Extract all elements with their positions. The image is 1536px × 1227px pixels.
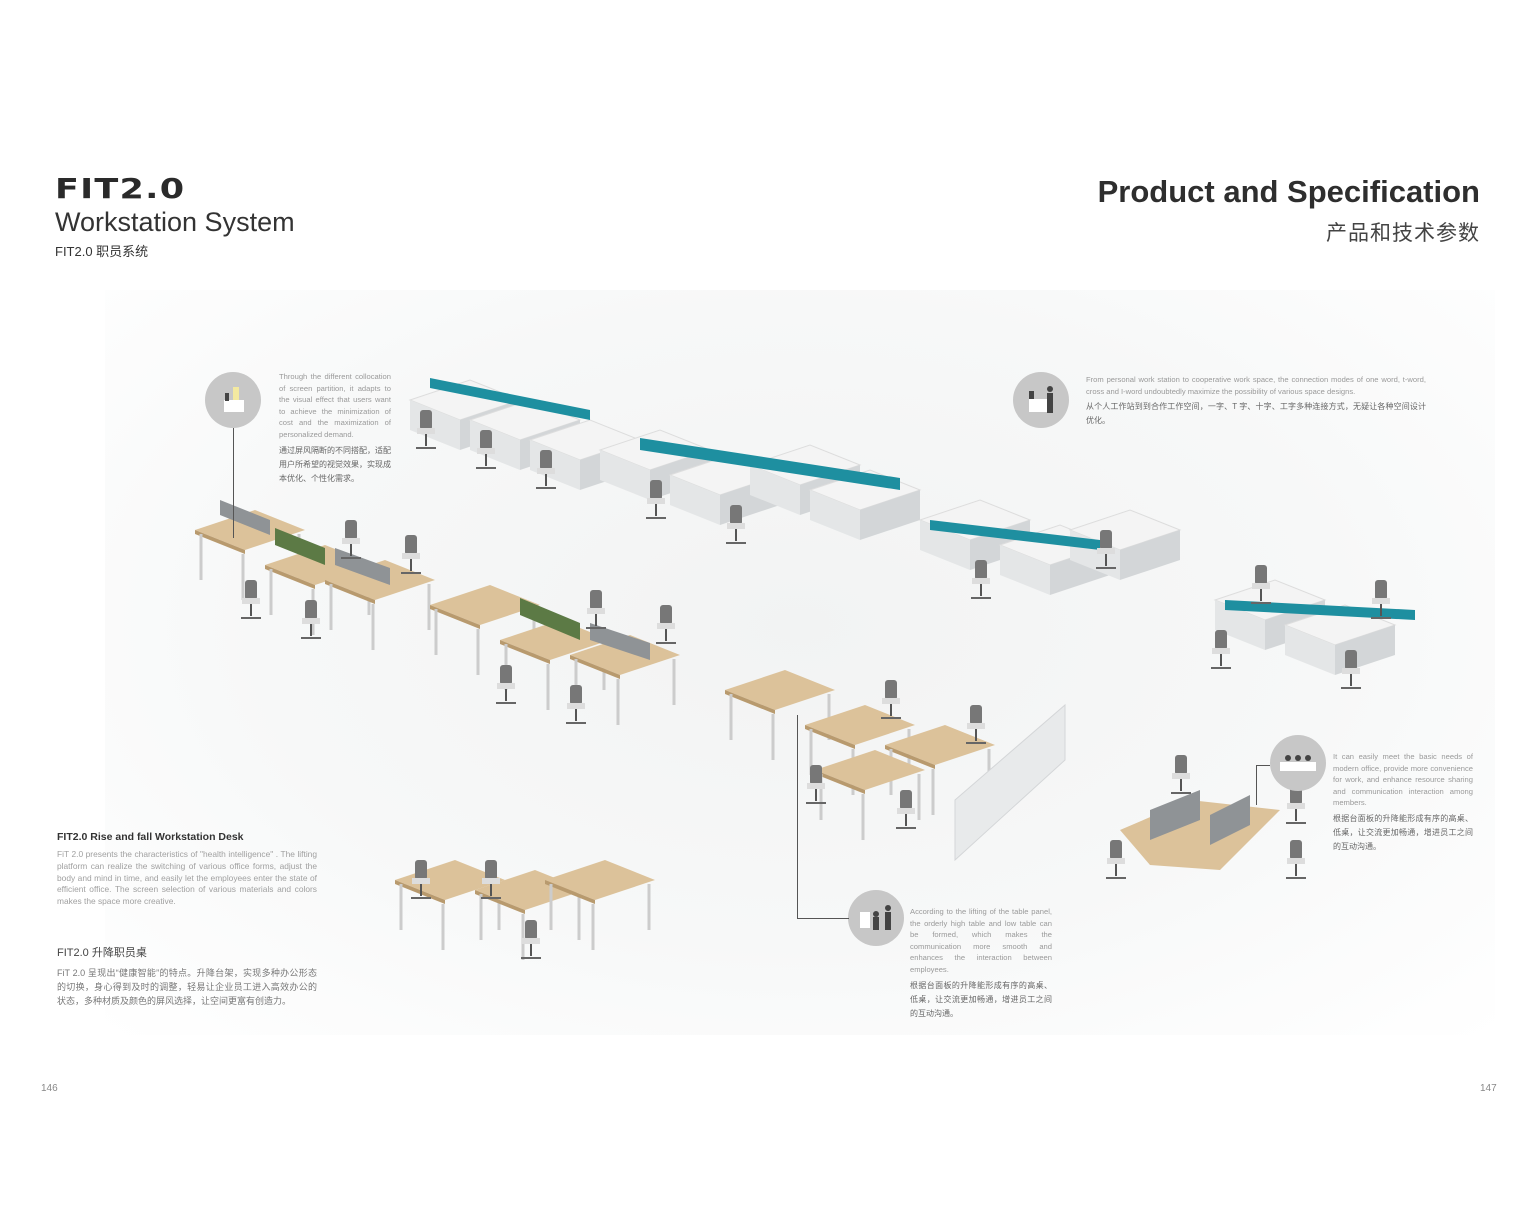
- product-title-en: FIT2.0 Rise and fall Workstation Desk: [57, 831, 244, 843]
- note-text-cn: 从个人工作站到到合作工作空间，一字、T 字、十字、工字多种连接方式，无疑让各种空…: [1086, 402, 1426, 426]
- page-number-left: 146: [41, 1083, 58, 1094]
- callout-line: [1256, 765, 1270, 766]
- note-text-cn: 通过屏风隔断的不同搭配，适配用户所希望的视觉效果，实现成本优化、个性化需求。: [279, 445, 391, 483]
- section-subtitle-cn: 产品和技术参数: [1326, 222, 1480, 245]
- callout-line: [1256, 765, 1257, 805]
- note-text-en: From personal work station to cooperativ…: [1086, 375, 1426, 396]
- note-text-cn: 根据台面板的升降能形成有序的高桌、低桌，让交流更加畅通，增进员工之间的互动沟通。: [910, 980, 1052, 1018]
- section-title: Product and Specification: [1097, 174, 1480, 209]
- product-description: FIT2.0 Rise and fall Workstation Desk Fi…: [57, 831, 317, 1008]
- callout-line: [797, 715, 798, 918]
- note-text-en: It can easily meet the basic needs of mo…: [1333, 752, 1473, 808]
- illustration-background: [105, 290, 1495, 1035]
- note-text-en: Through the different collocation of scr…: [279, 372, 391, 439]
- high-low-table-icon: [848, 890, 904, 946]
- product-title-cn: FIT2.0 升降职员桌: [57, 946, 147, 959]
- note-text-cn: 根据台面板的升降能形成有序的高桌、低桌，让交流更加畅通，增进员工之间的互动沟通。: [1333, 813, 1473, 851]
- workstation-people-icon: [1013, 372, 1069, 428]
- callout-line: [233, 428, 234, 538]
- note-high-low-table: According to the lifting of the table pa…: [910, 906, 1052, 1021]
- product-body-en: FiT 2.0 presents the characteristics of …: [57, 849, 317, 907]
- callout-line: [797, 918, 849, 919]
- note-text-en: According to the lifting of the table pa…: [910, 907, 1052, 974]
- brand-logo: FIT2.0: [55, 172, 186, 205]
- page-number-right: 147: [1480, 1083, 1497, 1094]
- product-body-cn: FiT 2.0 呈现出“健康智能”的特点。升降台架，实现多种办公形态的切换，身心…: [57, 967, 317, 1006]
- page-title: Workstation System: [55, 207, 295, 237]
- note-screen-partition: Through the different collocation of scr…: [279, 371, 391, 486]
- meeting-table-icon: [1270, 735, 1326, 791]
- page-subtitle-cn: FIT2.0 职员系统: [55, 244, 149, 259]
- screen-partition-icon: [205, 372, 261, 428]
- note-meeting: It can easily meet the basic needs of mo…: [1333, 751, 1473, 854]
- note-workstation-modes: From personal work station to cooperativ…: [1086, 374, 1426, 428]
